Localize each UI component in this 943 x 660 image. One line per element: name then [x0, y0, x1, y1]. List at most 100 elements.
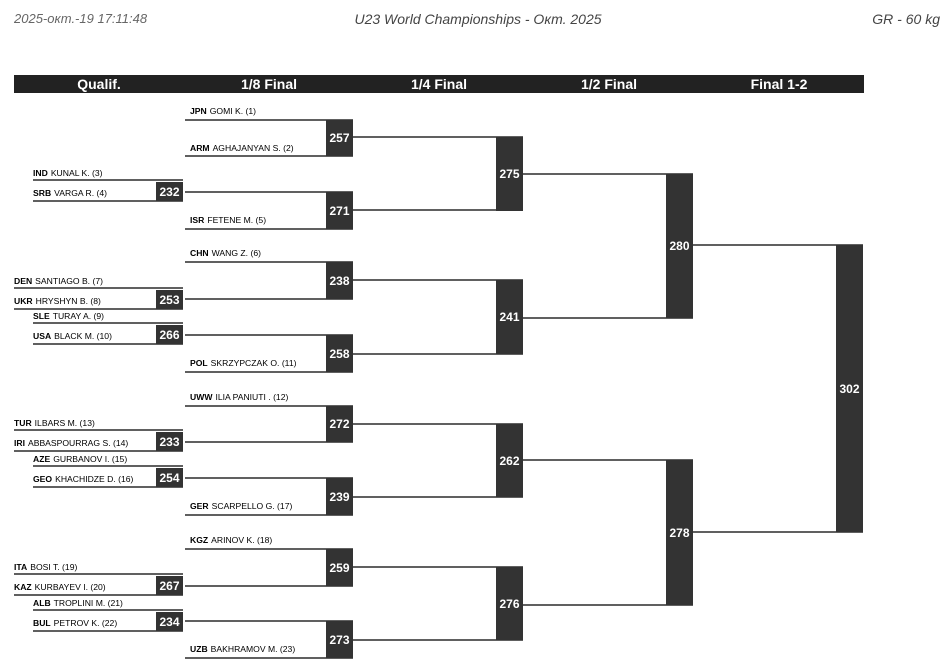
athlete-name: ILIA PANIUTI . (12): [215, 392, 289, 402]
bout-number[interactable]: 239: [326, 478, 353, 515]
round-header-1-8-final: 1/8 Final: [240, 76, 298, 92]
athlete-name: BOSI T. (19): [30, 562, 78, 572]
athlete-name: ILBARS M. (13): [34, 418, 95, 428]
country-code: ISR: [190, 215, 205, 225]
country-code: DEN: [14, 276, 33, 286]
bout-number[interactable]: 262: [496, 424, 523, 497]
country-code: KGZ: [190, 535, 209, 545]
country-code: UZB: [190, 644, 208, 654]
country-code: BUL: [33, 618, 51, 628]
bout-number[interactable]: 234: [156, 612, 183, 631]
bout-number[interactable]: 278: [666, 460, 693, 605]
country-code: AZE: [33, 454, 51, 464]
bout-number[interactable]: 276: [496, 567, 523, 640]
country-code: ALB: [33, 598, 51, 608]
country-code: UKR: [14, 296, 33, 306]
bout-number[interactable]: 258: [326, 335, 353, 372]
round-header-qualif: Qualif.: [77, 76, 121, 92]
athlete-name: KHACHIDZE D. (16): [55, 474, 134, 484]
athlete-name: ARINOV K. (18): [211, 535, 273, 545]
athlete-name: HRYSHYN B. (8): [35, 296, 101, 306]
athlete-name: BAKHRAMOV M. (23): [210, 644, 296, 654]
athlete-name: TROPLINI M. (21): [53, 598, 123, 608]
country-code: SRB: [33, 188, 52, 198]
athlete-name: FETENE M. (5): [207, 215, 267, 225]
country-code: ITA: [14, 562, 28, 572]
country-code: UWW: [190, 392, 213, 402]
bout-number[interactable]: 267: [156, 576, 183, 595]
bout-number[interactable]: 253: [156, 290, 183, 309]
country-code: IRI: [14, 438, 25, 448]
athlete-name: SCARPELLO G. (17): [211, 501, 293, 511]
athlete-name: PETROV K. (22): [53, 618, 118, 628]
bout-number[interactable]: 238: [326, 262, 353, 299]
country-code: GEO: [33, 474, 53, 484]
country-code: TUR: [14, 418, 32, 428]
athlete-name: ABBASPOURRAG S. (14): [27, 438, 129, 448]
bout-number[interactable]: 257: [326, 120, 353, 156]
print-datetime: 2025-окт.-19 17:11:48: [14, 11, 148, 26]
athlete-name: BLACK M. (10): [54, 331, 112, 341]
country-code: POL: [190, 358, 208, 368]
bout-number[interactable]: 241: [496, 280, 523, 354]
round-header-1-2-final: 1/2 Final: [580, 76, 638, 92]
athlete-name: KURBAYEV I. (20): [34, 582, 106, 592]
athlete-name: GURBANOV I. (15): [53, 454, 128, 464]
country-code: GER: [190, 501, 209, 511]
country-code: ARM: [190, 143, 210, 153]
bout-number[interactable]: 266: [156, 325, 183, 344]
bout-number[interactable]: 233: [156, 432, 183, 451]
bout-number[interactable]: 275: [496, 137, 523, 211]
athlete-name: TURAY A. (9): [52, 311, 104, 321]
bout-number[interactable]: 272: [326, 406, 353, 442]
athlete-name: VARGA R. (4): [54, 188, 108, 198]
round-header-final: Final 1-2: [750, 76, 808, 92]
country-code: USA: [33, 331, 52, 341]
bout-number[interactable]: 259: [326, 549, 353, 586]
round-header-1-4-final: 1/4 Final: [410, 76, 468, 92]
weight-class: GR - 60 kg: [872, 11, 940, 27]
athlete-name: AGHAJANYAN S. (2): [212, 143, 294, 153]
athlete-name: SKRZYPCZAK O. (11): [210, 358, 297, 368]
bout-number[interactable]: 271: [326, 192, 353, 229]
athlete-name: KUNAL K. (3): [50, 168, 103, 178]
country-code: IND: [33, 168, 48, 178]
bout-number[interactable]: 273: [326, 621, 353, 658]
athlete-name: SANTIAGO B. (7): [35, 276, 103, 286]
bout-number[interactable]: 302: [836, 245, 863, 532]
country-code: CHN: [190, 248, 209, 258]
event-title: U23 World Championships - Окт. 2025: [354, 11, 602, 27]
bout-number[interactable]: 254: [156, 468, 183, 487]
country-code: JPN: [190, 106, 207, 116]
round-header-bar: Qualif. 1/8 Final 1/4 Final 1/2 Final Fi…: [14, 75, 864, 93]
bout-number[interactable]: 280: [666, 174, 693, 318]
athlete-name: GOMI K. (1): [209, 106, 257, 116]
country-code: SLE: [33, 311, 50, 321]
bout-number[interactable]: 232: [156, 182, 183, 201]
athlete-name: WANG Z. (6): [211, 248, 261, 258]
